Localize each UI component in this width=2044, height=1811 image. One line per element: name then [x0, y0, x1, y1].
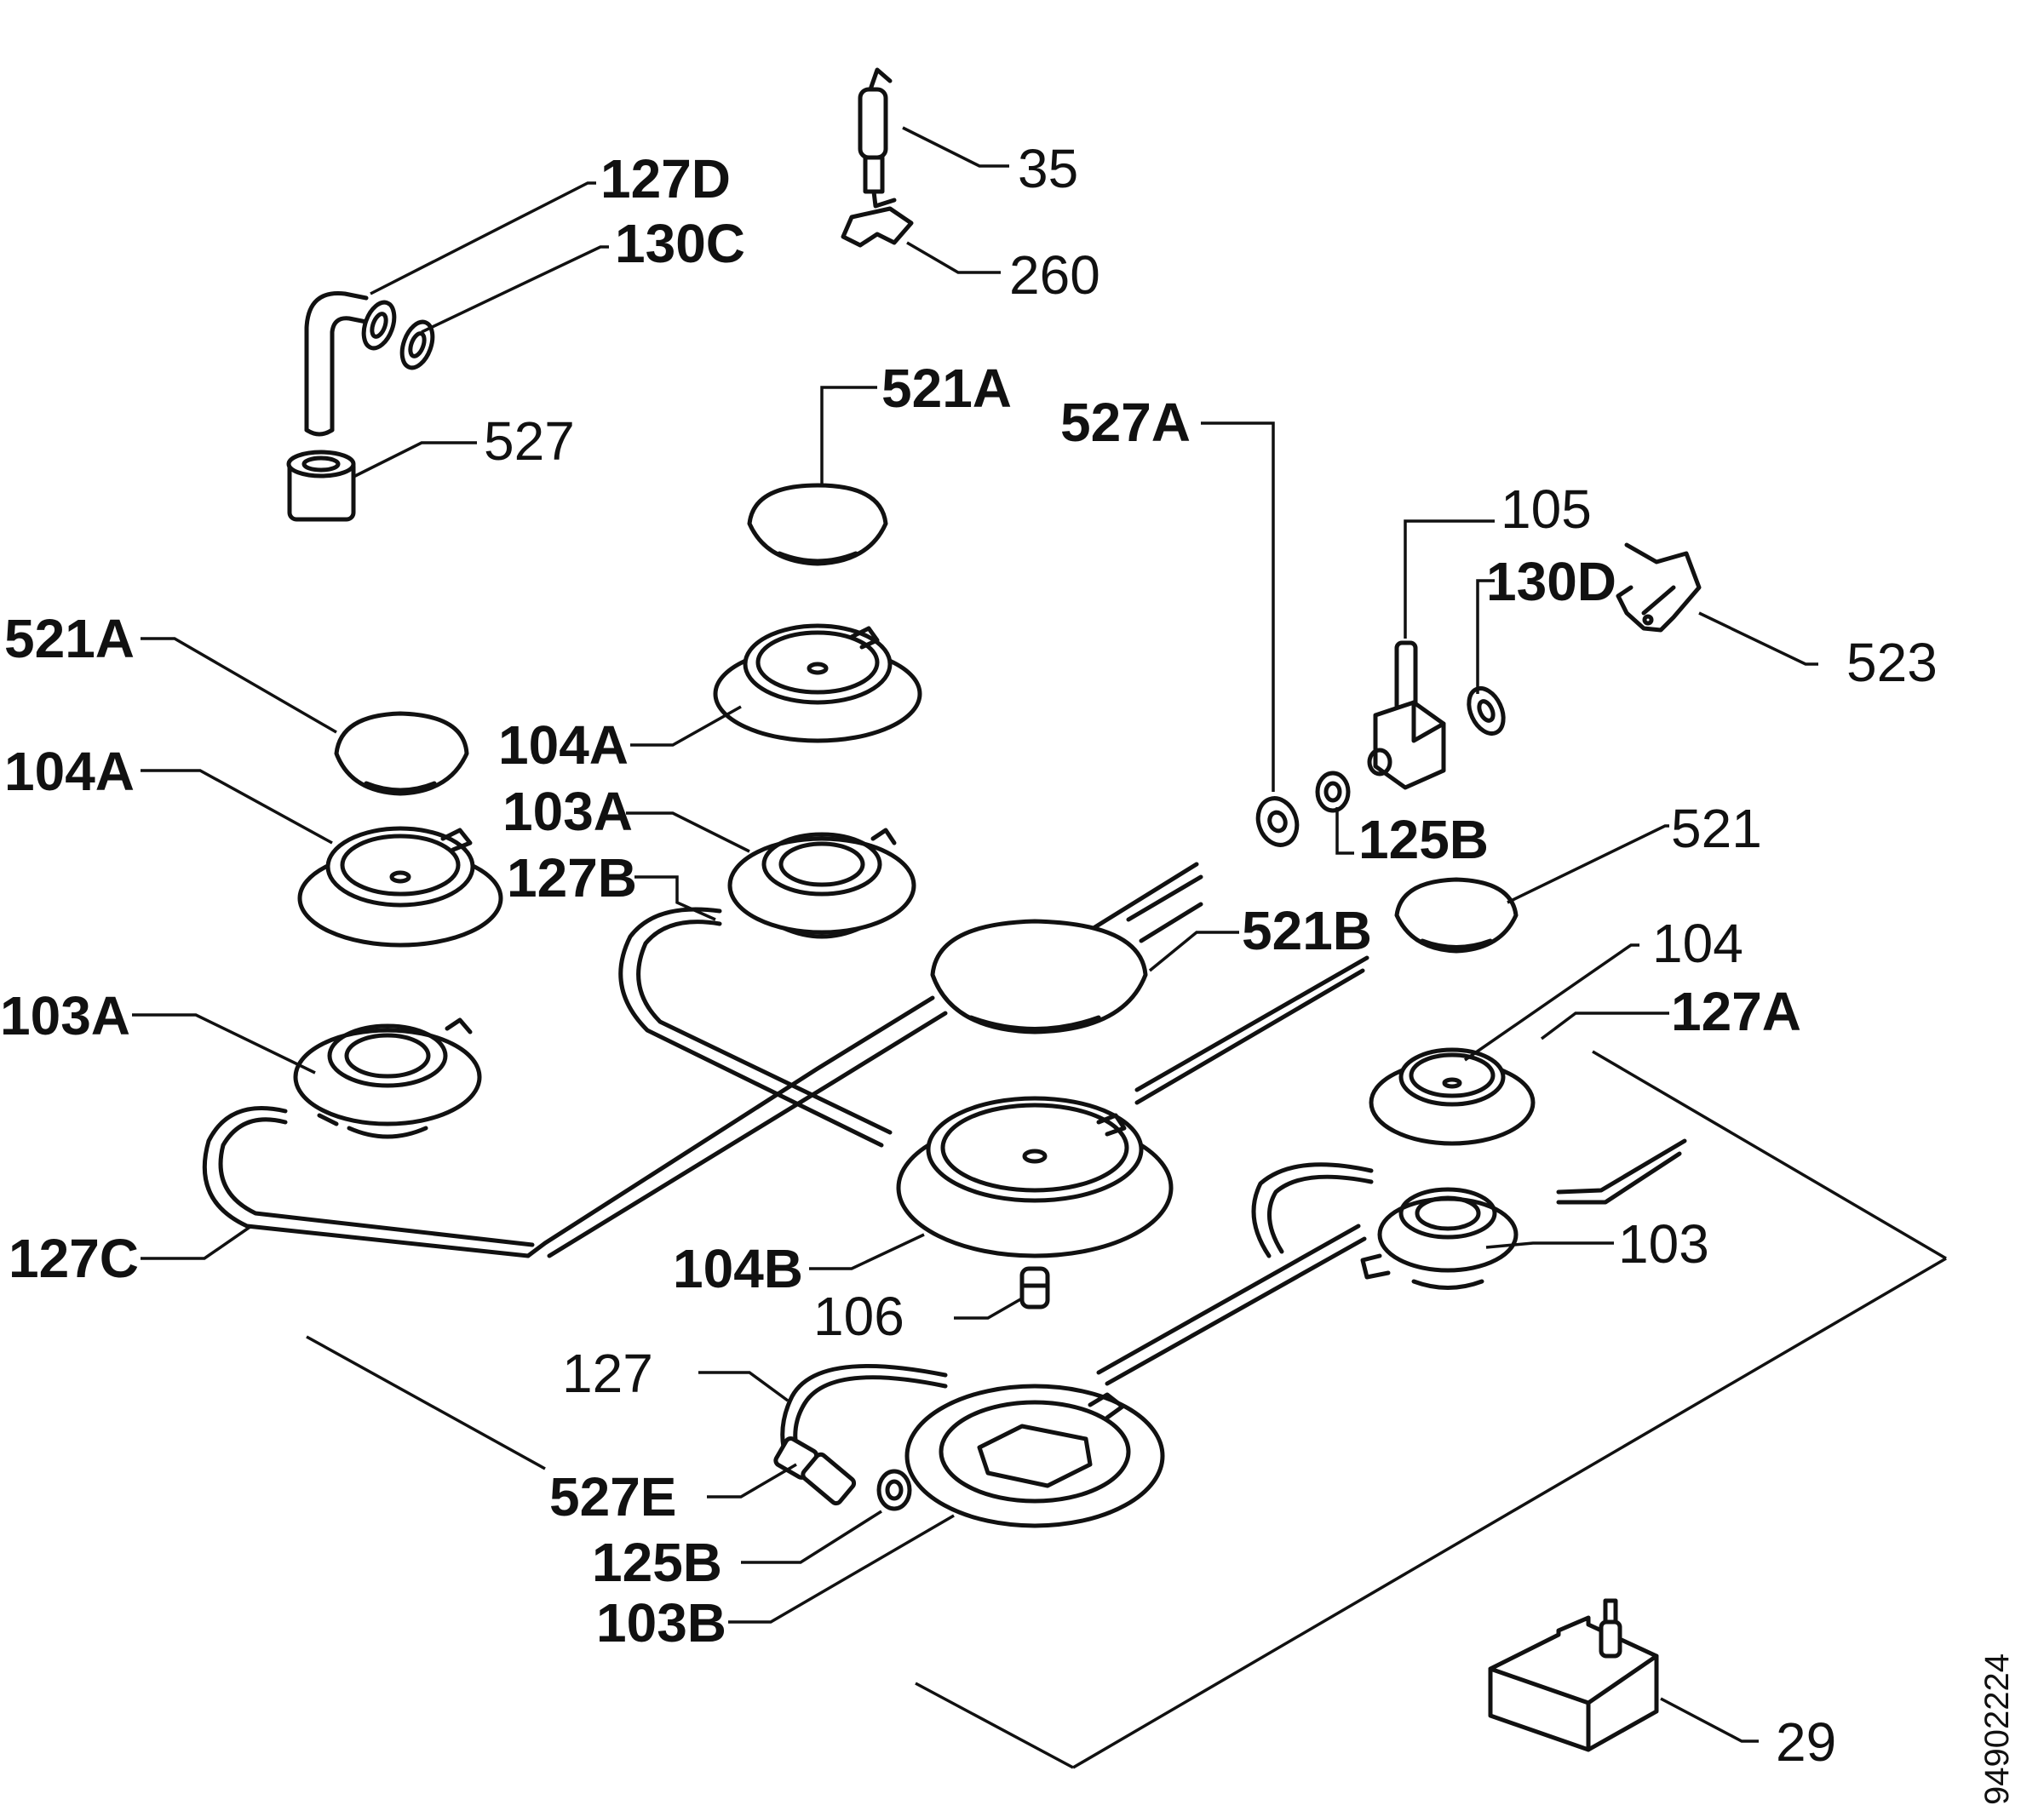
label-527E: 527E — [549, 1466, 676, 1527]
clip-260 — [841, 206, 914, 248]
label-106: 106 — [813, 1286, 904, 1347]
pipe-103 — [1251, 1162, 1374, 1258]
burner-head-104A-center — [713, 623, 922, 743]
label-103B: 103B — [596, 1592, 726, 1653]
label-130D: 130D — [1486, 551, 1616, 612]
label-527: 527 — [484, 410, 575, 472]
label-127: 127 — [562, 1343, 653, 1404]
label-29: 29 — [1776, 1711, 1836, 1773]
igniter-35 — [858, 67, 897, 209]
label-104: 104 — [1652, 913, 1743, 974]
burner-head-104 — [1369, 1047, 1536, 1146]
ignition-module-29 — [1488, 1598, 1659, 1752]
pipe-127B — [618, 907, 893, 1148]
label-527A: 527A — [1060, 392, 1191, 453]
label-127B: 127B — [507, 847, 637, 908]
label-127D: 127D — [600, 148, 731, 209]
label-103A-left: 103A — [0, 985, 130, 1046]
label-103: 103 — [1618, 1213, 1709, 1275]
label-523: 523 — [1846, 632, 1938, 693]
nut-527A — [1255, 796, 1300, 847]
label-125B-top: 125B — [1358, 809, 1489, 870]
hob-outline — [306, 1050, 1947, 1769]
label-127A: 127A — [1671, 981, 1801, 1042]
part-labels: 35 260 127D 130C 527 521A 527A 105 130D … — [0, 138, 2016, 1805]
label-521: 521 — [1671, 798, 1762, 859]
label-521B: 521B — [1242, 900, 1372, 961]
washer-130C — [399, 319, 435, 370]
label-103A-center: 103A — [502, 781, 633, 842]
pipe-127C — [202, 1106, 535, 1258]
burner-cap-521A-left — [334, 711, 469, 796]
document-code: 94902224 — [1978, 1653, 2016, 1805]
label-104A-left: 104A — [4, 741, 135, 802]
label-127C: 127C — [9, 1228, 139, 1289]
gas-pipe-rods — [525, 862, 1687, 1386]
valve-105 — [1367, 640, 1446, 790]
fitting-527E — [773, 1436, 857, 1506]
label-521A-top: 521A — [881, 358, 1012, 419]
washer-130D — [1467, 686, 1506, 736]
label-104A-center: 104A — [498, 714, 629, 776]
pipe-127 — [780, 1363, 948, 1450]
label-105: 105 — [1501, 479, 1592, 540]
burner-cap-521B — [930, 919, 1148, 1034]
bracket-523 — [1616, 542, 1702, 633]
nut-125B-top — [1315, 771, 1351, 813]
burner-cap-521A-top — [747, 483, 888, 566]
burner-base-103B — [904, 1384, 1165, 1528]
burner-head-104B — [896, 1096, 1174, 1258]
leader-lines — [132, 126, 1818, 1743]
label-521A-left: 521A — [4, 608, 135, 669]
elbow-tube-127D — [304, 291, 397, 437]
nut-125B-bottom — [876, 1469, 912, 1511]
jet-106 — [1019, 1266, 1050, 1310]
burner-base-103A-center — [727, 828, 916, 939]
label-35: 35 — [1018, 138, 1078, 199]
burner-head-104A-left — [297, 826, 503, 948]
burner-base-103 — [1360, 1187, 1519, 1290]
label-104B: 104B — [673, 1238, 803, 1299]
burner-cap-521 — [1394, 877, 1519, 954]
label-130C: 130C — [615, 213, 745, 274]
label-125B-bottom: 125B — [592, 1532, 722, 1593]
nut-527 — [286, 450, 356, 522]
label-260: 260 — [1009, 244, 1100, 306]
burner-base-103A-left — [293, 1017, 482, 1139]
